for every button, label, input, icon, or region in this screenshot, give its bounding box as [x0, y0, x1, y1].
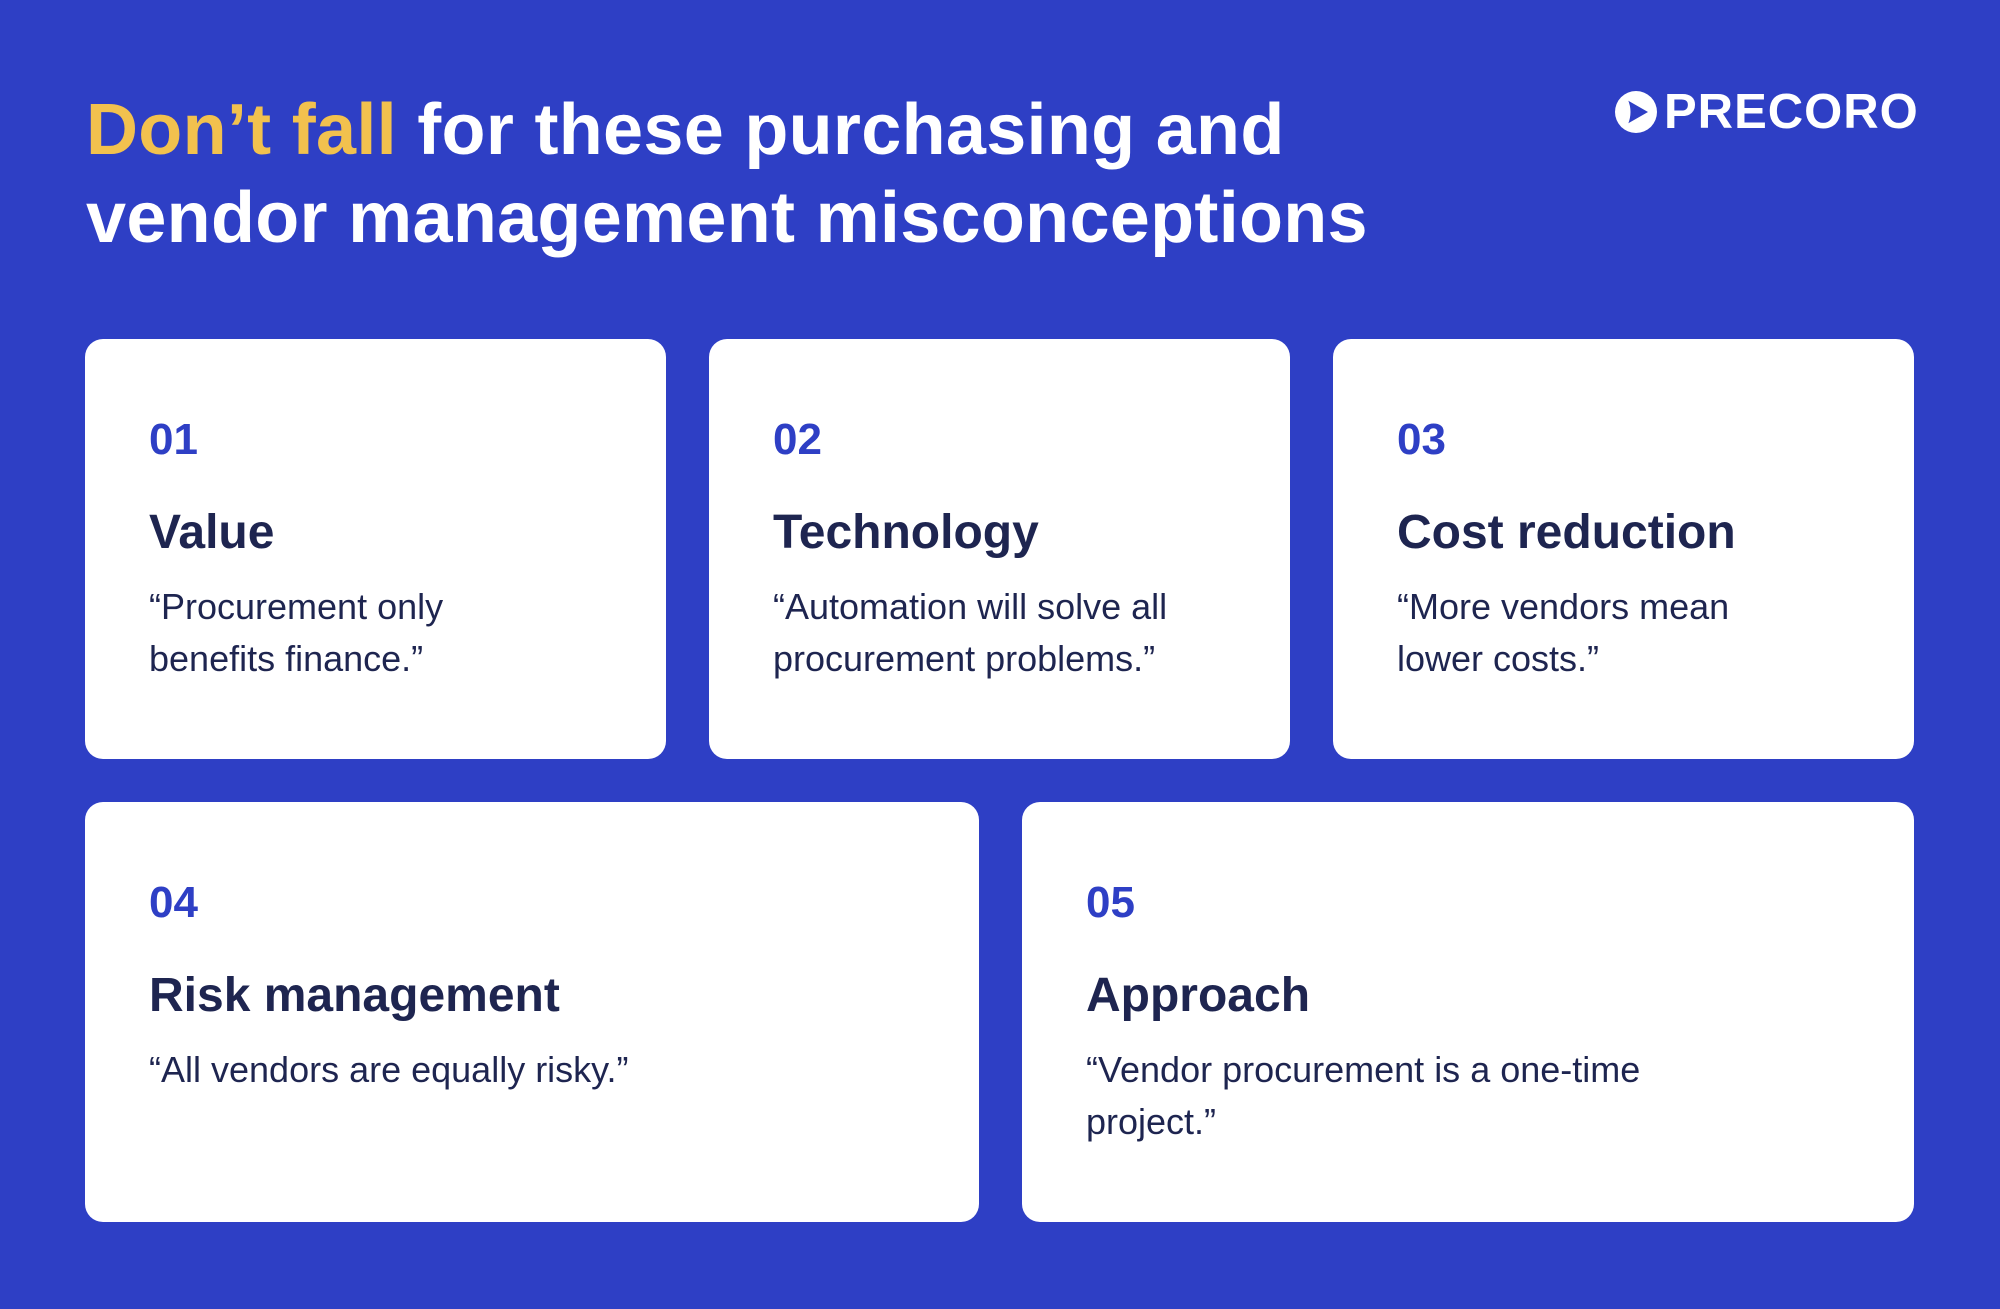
card-number: 02 [773, 415, 822, 464]
page-title: Don’t fall for these purchasing and vend… [86, 86, 1368, 262]
misconception-card-risk-management: 04 Risk management “All vendors are equa… [85, 802, 979, 1222]
misconception-card-approach: 05 Approach “Vendor procurement is a one… [1022, 802, 1914, 1222]
title-line1-rest: for these purchasing and [396, 90, 1285, 170]
card-heading: Risk management [149, 969, 560, 1022]
card-quote: “All vendors are equally risky.” [149, 1049, 629, 1090]
card-quote: “Procurement only benefits finance.” [149, 586, 444, 679]
card-quote: “More vendors mean lower costs.” [1397, 586, 1730, 679]
card-heading: Cost reduction [1397, 506, 1736, 559]
card-heading: Value [149, 506, 275, 559]
title-accent: Don’t fall [86, 90, 397, 170]
misconception-card-value: 01 Value “Procurement only benefits fina… [85, 339, 666, 759]
logo-wordmark: PRECORO [1664, 85, 1919, 139]
card-number: 05 [1086, 878, 1135, 927]
card-number: 03 [1397, 415, 1446, 464]
precoro-logo: PRECORO [1614, 85, 1919, 139]
precoro-play-circle-icon [1615, 91, 1657, 133]
misconception-card-cost-reduction: 03 Cost reduction “More vendors mean low… [1333, 339, 1914, 759]
card-number: 04 [149, 878, 198, 927]
card-heading: Approach [1086, 969, 1311, 1022]
misconception-card-technology: 02 Technology “Automation will solve all… [709, 339, 1290, 759]
card-quote: “Automation will solve all procurement p… [773, 586, 1168, 679]
title-line2: vendor management misconceptions [86, 178, 1368, 258]
card-heading: Technology [773, 506, 1039, 559]
card-number: 01 [149, 415, 198, 464]
card-quote: “Vendor procurement is a one-time projec… [1086, 1049, 1641, 1142]
